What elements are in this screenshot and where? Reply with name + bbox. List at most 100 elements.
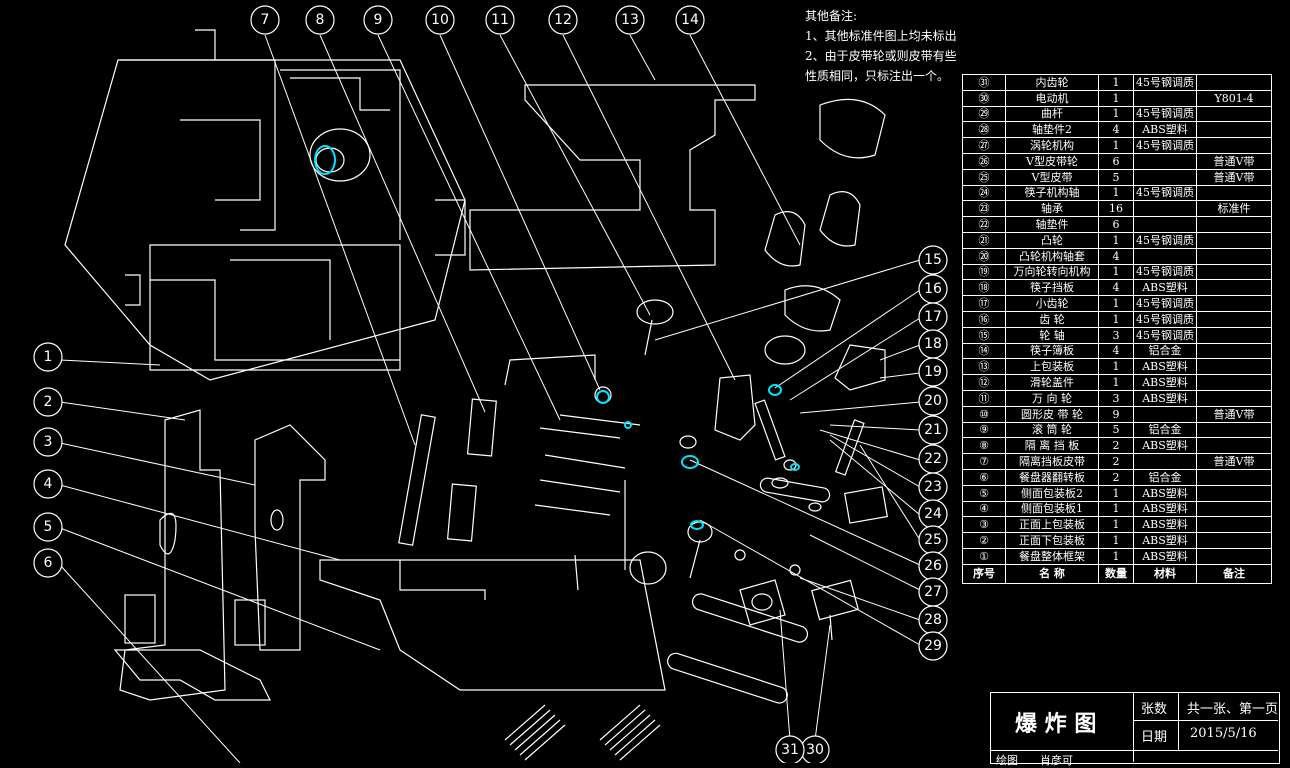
bom-cell-qty: 3 [1098, 326, 1134, 344]
bom-cell-no: ⑦ [962, 453, 1006, 470]
bom-cell-qty: 9 [1098, 405, 1134, 423]
bom-cell-name: 轮 轴 [1005, 326, 1099, 344]
bom-cell-remark: 普通V带 [1196, 405, 1272, 423]
bom-cell-qty: 1 [1098, 374, 1134, 391]
bom-cell-name: V型皮带 [1005, 168, 1099, 186]
bom-cell-no: ⑥ [962, 468, 1006, 486]
balloon-label: 12 [554, 12, 572, 28]
bom-cell-qty: 2 [1098, 453, 1134, 470]
bom-cell-no: ⑳ [962, 247, 1006, 265]
bom-cell-remark [1196, 389, 1272, 407]
balloon-label: 30 [806, 742, 824, 758]
bom-cell-material [1133, 89, 1197, 107]
bom-cell-name: 餐盘整体框架 [1005, 547, 1099, 565]
bom-cell-name: 筷子机构轴 [1005, 184, 1099, 202]
drawn-value: 肖彦可 [1040, 754, 1073, 767]
bom-cell-remark [1196, 247, 1272, 265]
bom-cell-qty: 2 [1098, 437, 1134, 455]
bom-cell-remark [1196, 295, 1272, 312]
bom-cell-name: 小齿轮 [1005, 295, 1099, 312]
balloon-label: 31 [781, 742, 799, 758]
bom-cell-no: ⑫ [962, 374, 1006, 391]
bom-cell-no: ㉘ [962, 121, 1006, 139]
bom-cell-material: 45号钢调质 [1133, 263, 1197, 281]
bom-cell-remark [1196, 121, 1272, 139]
balloon-label: 19 [924, 364, 942, 380]
bom-cell-no: ⑭ [962, 342, 1006, 360]
bom-cell-name: 筷子挡板 [1005, 279, 1099, 297]
bom-cell-qty: 1 [1098, 358, 1134, 376]
bom-cell-qty: 4 [1098, 121, 1134, 139]
bom-cell-material: ABS塑料 [1133, 532, 1197, 549]
highlight-parts [314, 145, 800, 530]
bom-cell-qty: 1 [1098, 89, 1134, 107]
bom-cell-no: ⑯ [962, 310, 1006, 328]
bom-cell-no: ⑰ [962, 295, 1006, 312]
bom-cell-no: ㉔ [962, 184, 1006, 202]
sheets-value: 共一张、第一页 [1187, 702, 1279, 717]
bom-cell-remark: 普通V带 [1196, 453, 1272, 470]
bom-header-qty: 数量 [1098, 563, 1134, 584]
caster-wheel [819, 191, 861, 247]
bom-cell-remark [1196, 231, 1272, 249]
balloon-label: 17 [924, 309, 942, 325]
bom-cell-no: ㉛ [962, 74, 1006, 91]
bom-cell-name: 侧面包装板2 [1005, 484, 1099, 502]
bom-cell-material: ABS塑料 [1133, 516, 1197, 534]
leader-lines [59, 34, 921, 763]
bom-cell-material [1133, 168, 1197, 186]
bom-cell-name: 正面上包装板 [1005, 516, 1099, 534]
bom-cell-no: ㉒ [962, 216, 1006, 233]
bom-cell-qty: 6 [1098, 152, 1134, 170]
bom-cell-no: ㉙ [962, 105, 1006, 123]
bom-cell-material: ABS塑料 [1133, 121, 1197, 139]
balloon-label: 10 [431, 12, 449, 28]
bom-cell-remark [1196, 516, 1272, 534]
bom-cell-name: 凸轮机构轴套 [1005, 247, 1099, 265]
balloon-label: 5 [44, 519, 53, 535]
bom-cell-qty: 1 [1098, 295, 1134, 312]
bom-cell-name: 圆形皮 带 轮 [1005, 405, 1099, 423]
bom-cell-remark [1196, 374, 1272, 391]
bom-cell-material: 45号钢调质 [1133, 295, 1197, 312]
bom-cell-qty: 1 [1098, 184, 1134, 202]
balloon-label: 14 [681, 12, 699, 28]
bom-cell-material: 45号钢调质 [1133, 184, 1197, 202]
bom-cell-material: 45号钢调质 [1133, 105, 1197, 123]
bom-cell-material: ABS塑料 [1133, 358, 1197, 376]
bom-cell-name: 万向轮转向机构 [1005, 263, 1099, 281]
bom-cell-no: ⑪ [962, 389, 1006, 407]
pulleys [594, 299, 822, 585]
bom-cell-name: 隔离挡板皮带 [1005, 453, 1099, 470]
bom-cell-qty: 6 [1098, 216, 1134, 233]
bottom-board-2 [113, 649, 271, 701]
bom-cell-qty: 1 [1098, 74, 1134, 91]
bom-cell-material: 45号钢调质 [1133, 231, 1197, 249]
bom-header-name: 名 称 [1005, 563, 1099, 584]
bom-cell-qty: 5 [1098, 421, 1134, 439]
bom-cell-remark [1196, 216, 1272, 233]
bom-cell-name: 轴承 [1005, 200, 1099, 218]
bom-cell-material: 铝合金 [1133, 468, 1197, 486]
bom-cell-remark [1196, 547, 1272, 565]
bom-cell-remark [1196, 532, 1272, 549]
bom-cell-qty: 1 [1098, 310, 1134, 328]
bom-cell-name: 正面下包装板 [1005, 532, 1099, 549]
bom-cell-material: 铝合金 [1133, 342, 1197, 360]
shafts [534, 414, 641, 591]
bom-cell-no: ⑲ [962, 263, 1006, 281]
bom-cell-qty: 3 [1098, 389, 1134, 407]
